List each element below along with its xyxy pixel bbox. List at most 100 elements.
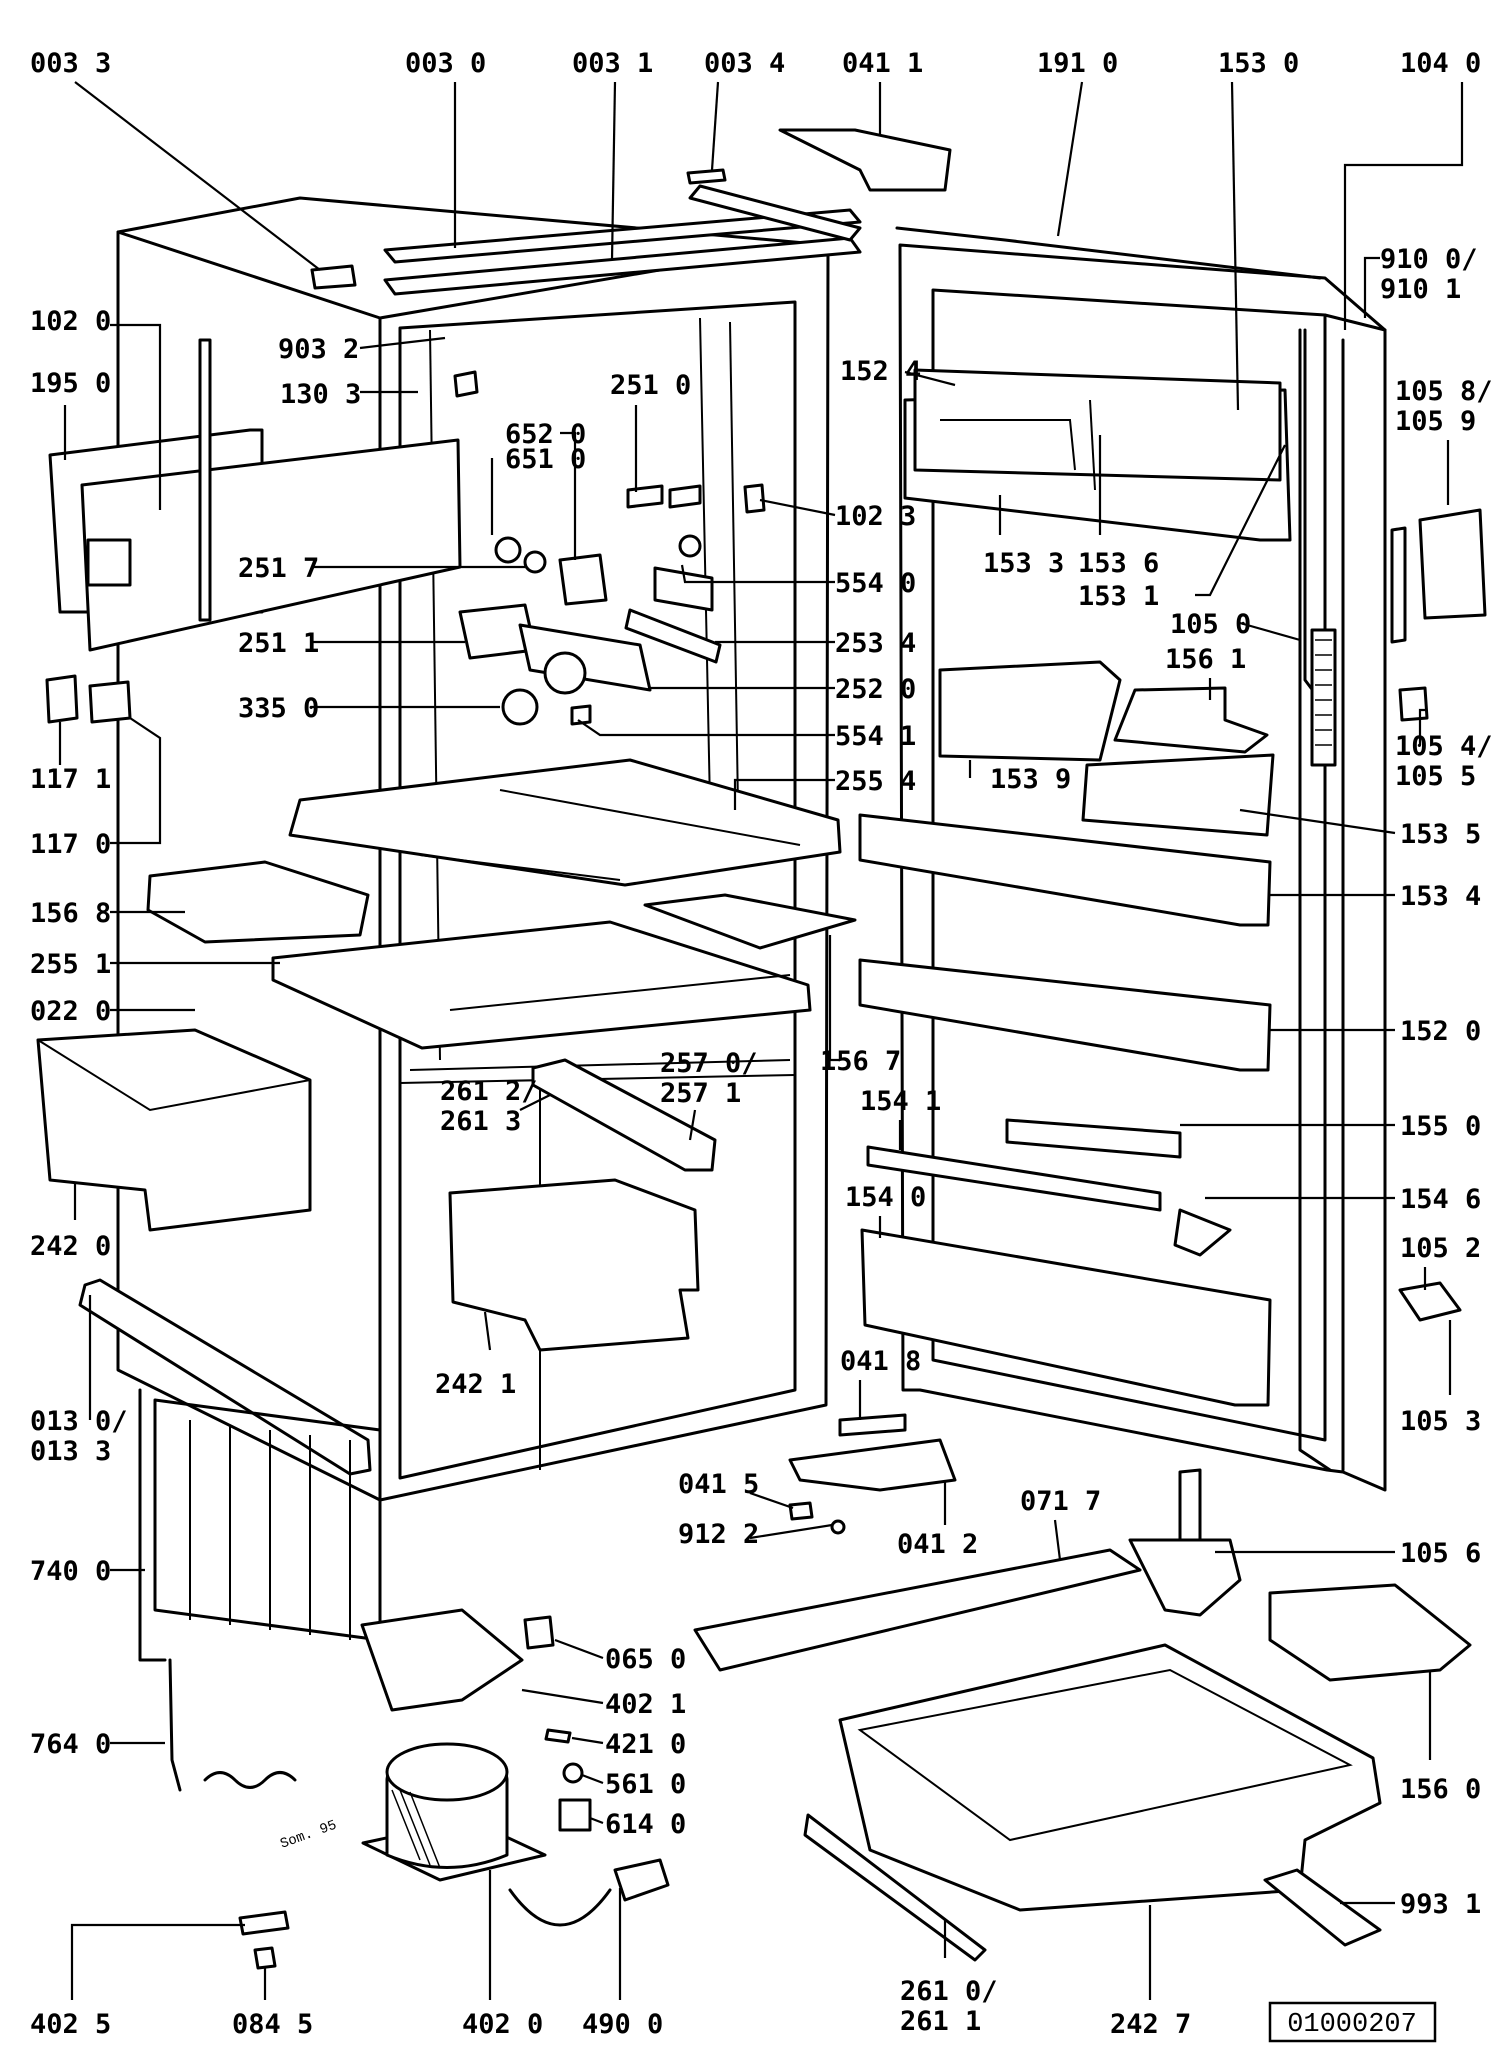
leader-153-5	[1239, 808, 1396, 835]
callout-line: 993 1	[1400, 1889, 1481, 1920]
callout-003-0: 003 0	[405, 48, 486, 79]
callout-554-0: 554 0	[835, 568, 916, 599]
glass-shelves	[271, 758, 842, 1050]
side-clips	[45, 674, 132, 724]
callout-line: 155 0	[1400, 1111, 1481, 1142]
kick-plate	[78, 1278, 372, 1476]
callout-line: 105 5	[1395, 761, 1476, 792]
callout-line: 013 0/	[30, 1406, 128, 1437]
callout-line: 242 0	[30, 1231, 111, 1262]
control-panel-cover	[48, 338, 462, 652]
leader-102-3	[759, 498, 836, 517]
compressor	[361, 1742, 547, 1882]
callout-903-2: 903 2	[278, 334, 359, 365]
ice-tray	[1268, 1583, 1472, 1682]
callout-041-1: 041 1	[842, 48, 923, 79]
reference-code-box: 01000207	[1268, 2001, 1437, 2043]
callout-line: 041 2	[897, 1529, 978, 1560]
callout-251-0: 251 0	[610, 370, 691, 401]
callout-line: 421 0	[605, 1729, 686, 1760]
callout-156-1: 156 1	[1165, 644, 1246, 675]
leader-554-1	[577, 719, 835, 737]
callout-003-3: 003 3	[30, 48, 111, 79]
callout-line: 105 9	[1395, 406, 1476, 437]
callout-line: 153 0	[1218, 48, 1299, 79]
callout-041-2: 041 2	[897, 1529, 978, 1560]
callout-261-0: 261 0/261 1	[900, 1976, 998, 2037]
leader-652-0	[560, 431, 577, 560]
callout-line: 740 0	[30, 1556, 111, 1587]
callout-line: 251 7	[238, 553, 319, 584]
callout-line: 065 0	[605, 1644, 686, 1675]
leader-153-1	[1195, 444, 1286, 597]
callout-line: 153 6	[1078, 548, 1159, 579]
leader-912-2	[749, 1523, 833, 1540]
callout-402-5: 402 5	[30, 2009, 111, 2040]
callout-191-0: 191 0	[1037, 48, 1118, 79]
callout-153-5: 153 5	[1400, 819, 1481, 850]
compressor-small-parts	[360, 1608, 592, 1832]
signature: Som. 95	[278, 1818, 339, 1853]
callout-line: 490 0	[582, 2009, 663, 2040]
crisper-bin-left	[36, 1028, 312, 1232]
magnet-strip	[1310, 628, 1337, 767]
callout-117-1: 117 1	[30, 764, 111, 795]
callout-554-1: 554 1	[835, 721, 916, 752]
callout-line: 041 5	[678, 1469, 759, 1500]
callout-421-0: 421 0	[605, 1729, 686, 1760]
callout-251-7: 251 7	[238, 553, 319, 584]
leader-261-2	[519, 1094, 551, 1111]
callout-line: 130 3	[280, 379, 361, 410]
leader-402-5	[70, 1923, 245, 2000]
right-hinge-parts	[778, 128, 1487, 1322]
leader-257-0	[688, 1109, 697, 1141]
leader-402-1	[521, 1688, 604, 1705]
trays-small	[146, 860, 857, 950]
callout-041-5: 041 5	[678, 1469, 759, 1500]
callout-153-4: 153 4	[1400, 881, 1481, 912]
callout-651-0: 651 0	[505, 444, 586, 475]
callout-line: 261 2/	[440, 1076, 538, 1107]
callout-402-0: 402 0	[462, 2009, 543, 2040]
callout-line: 071 7	[1020, 1486, 1101, 1517]
callout-152-4: 152 4	[840, 356, 921, 387]
leader-614-0	[589, 1816, 604, 1825]
callout-130-3: 130 3	[280, 379, 361, 410]
callout-line: 041 8	[840, 1346, 921, 1377]
scraper-tool	[1263, 1868, 1382, 1947]
callout-line: 261 3	[440, 1106, 521, 1137]
callout-022-0: 022 0	[30, 996, 111, 1027]
leader-102-0	[110, 323, 162, 510]
callout-line: 156 7	[820, 1046, 901, 1077]
leader-071-7	[1053, 1519, 1062, 1561]
callout-line: 105 6	[1400, 1538, 1481, 1569]
leader-003-4	[710, 81, 720, 171]
callout-line: 614 0	[605, 1809, 686, 1840]
callout-line: 156 1	[1165, 644, 1246, 675]
thermostat-lamp-cluster	[453, 370, 766, 726]
callout-line: 156 8	[30, 898, 111, 929]
callout-line: 102 3	[835, 501, 916, 532]
callout-line: 105 2	[1400, 1233, 1481, 1264]
callout-line: 910 1	[1380, 274, 1461, 305]
leader-lines	[58, 81, 1464, 2000]
callout-line: 152 4	[840, 356, 921, 387]
callout-line: 152 0	[1400, 1016, 1481, 1047]
callout-253-4: 253 4	[835, 628, 916, 659]
callout-line: 252 0	[835, 674, 916, 705]
callout-line: 651 0	[505, 444, 586, 475]
callout-257-0: 257 0/257 1	[660, 1048, 758, 1109]
callout-line: 102 0	[30, 306, 111, 337]
top-trim-strips	[310, 168, 862, 296]
callout-line: 257 0/	[660, 1048, 758, 1079]
callout-line: 084 5	[232, 2009, 313, 2040]
leader-242-1	[483, 1311, 492, 1351]
callout-line: 912 2	[678, 1519, 759, 1550]
callout-155-0: 155 0	[1400, 1111, 1481, 1142]
callout-line: 117 1	[30, 764, 111, 795]
callout-153-6: 153 6	[1078, 548, 1159, 579]
callout-line: 402 0	[462, 2009, 543, 2040]
